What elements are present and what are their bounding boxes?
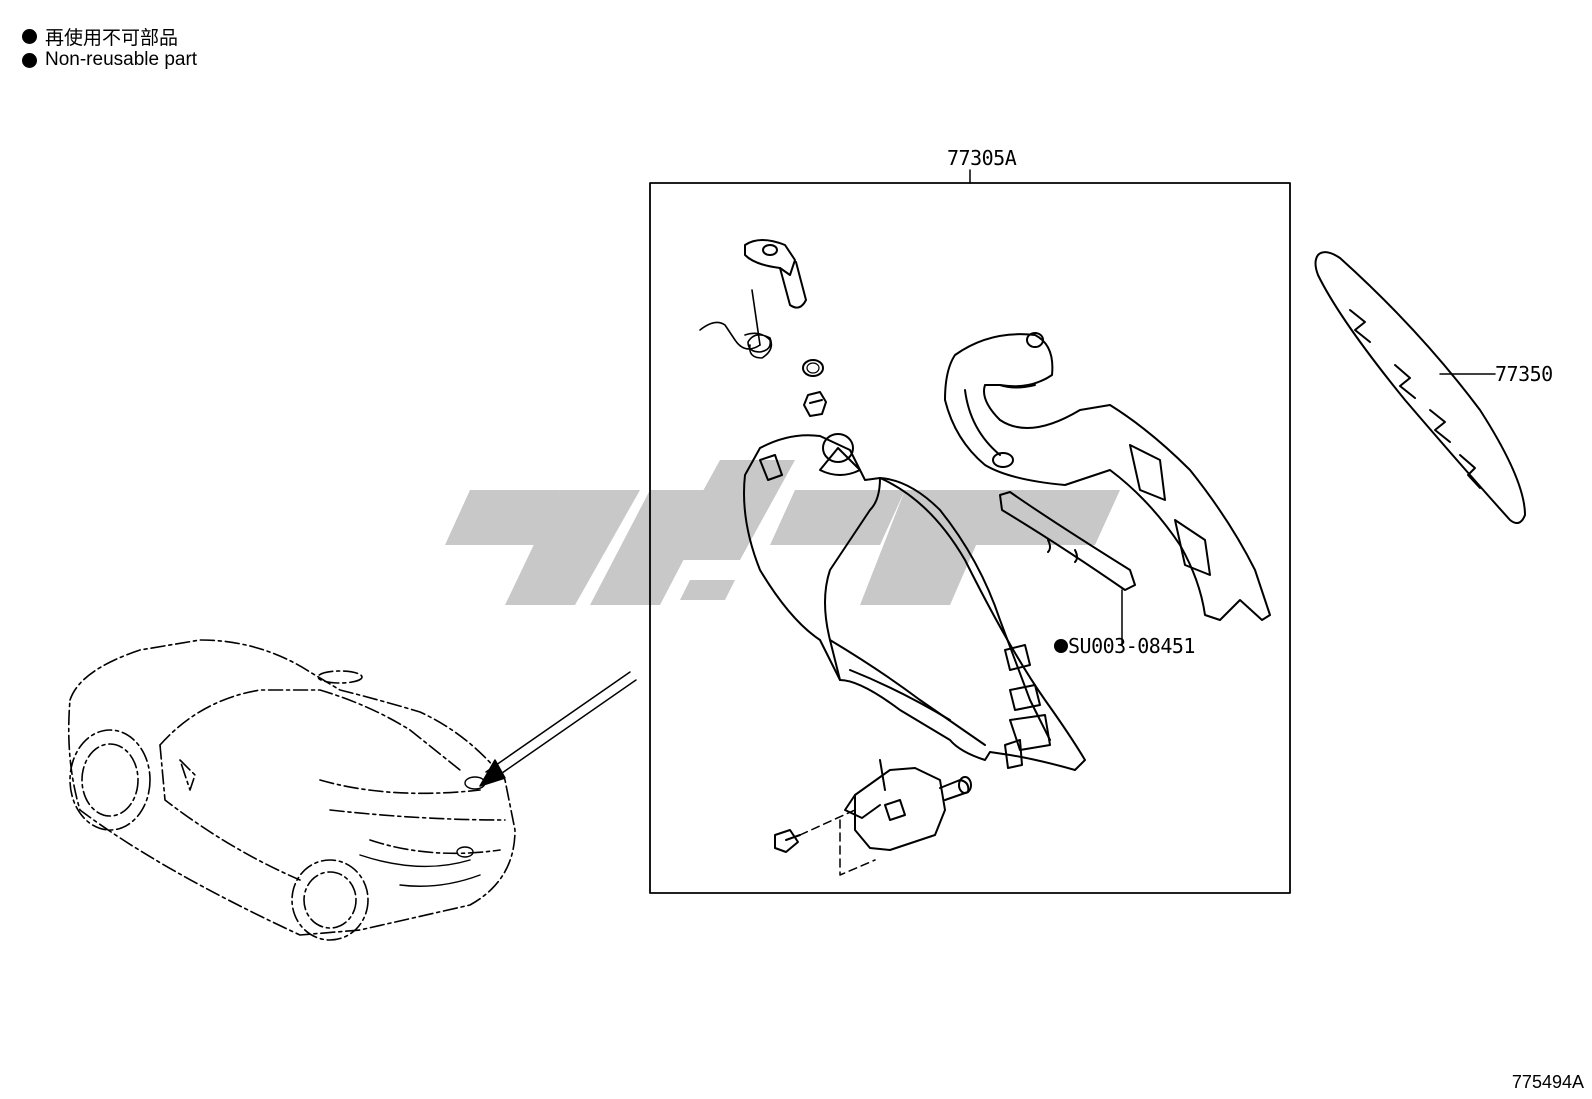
screw bbox=[774, 829, 801, 853]
watermark-logo bbox=[445, 460, 1120, 605]
fuel-lid bbox=[944, 332, 1271, 621]
gasket-77350 bbox=[1314, 251, 1526, 525]
non-reusable-dot-icon bbox=[22, 52, 37, 68]
legend-text-jp: 再使用不可部品 bbox=[45, 27, 179, 49]
legend-row-jp: 再使用不可部品 bbox=[22, 24, 197, 49]
seal-strip bbox=[999, 491, 1136, 591]
seal-callout: SU003-08451 bbox=[1068, 634, 1195, 658]
spring bbox=[699, 289, 773, 359]
gasket-callout: 77350 bbox=[1495, 362, 1553, 386]
hinge-pin bbox=[744, 239, 807, 309]
non-reusable-dot-icon bbox=[22, 28, 37, 44]
legend: 再使用不可部品 Non-reusable part bbox=[22, 24, 197, 72]
non-reusable-dot-icon bbox=[1054, 639, 1068, 653]
assembly-callout: 77305A bbox=[947, 146, 1017, 170]
diagram-number: 775494A bbox=[1511, 1072, 1584, 1092]
clip-nut bbox=[803, 391, 827, 417]
car-tail-details bbox=[359, 776, 486, 887]
location-arrow bbox=[479, 671, 637, 787]
car-outline bbox=[67, 639, 516, 941]
legend-row-en: Non-reusable part bbox=[22, 48, 197, 72]
screw-guide bbox=[799, 809, 856, 836]
lock-actuator bbox=[844, 759, 972, 851]
o-ring bbox=[802, 359, 824, 377]
legend-text-en: Non-reusable part bbox=[45, 49, 198, 70]
fuel-lid-housing bbox=[743, 433, 1086, 771]
actuator-mount-guide bbox=[839, 819, 876, 876]
